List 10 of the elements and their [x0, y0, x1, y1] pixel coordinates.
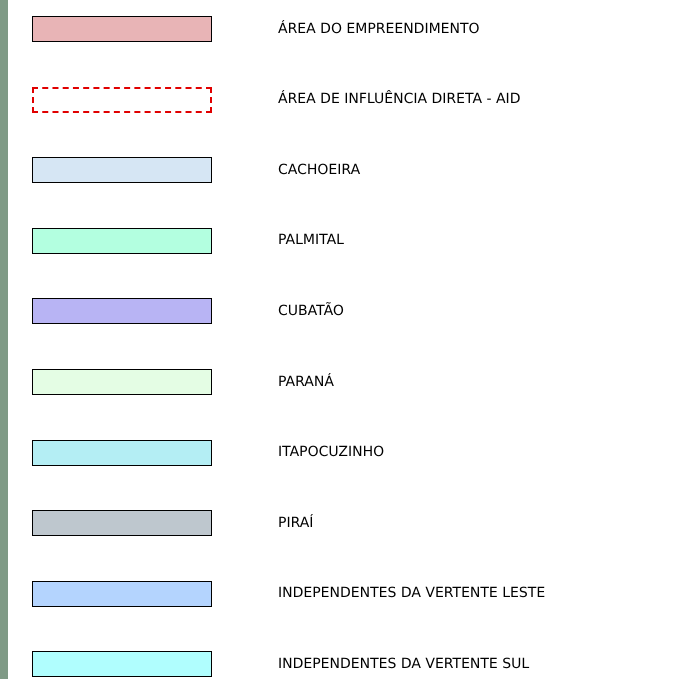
legend-label: PALMITAL: [278, 231, 344, 250]
legend-label: CUBATÃO: [278, 301, 344, 321]
legend-label: INDEPENDENTES DA VERTENTE LESTE: [278, 584, 546, 604]
legend-label: ÁREA DO EMPREENDIMENTO: [278, 19, 480, 38]
legend-label: PIRAÍ: [278, 513, 314, 533]
legend-label: INDEPENDENTES DA VERTENTE SUL: [278, 654, 530, 674]
legend-label: ÁREA DE INFLUÊNCIA DIRETA - AID: [278, 89, 520, 110]
legend-label: PARANÁ: [278, 372, 334, 392]
legend-label: CACHOEIRA: [278, 160, 360, 180]
legend-label: ITAPOCUZINHO: [278, 443, 384, 462]
